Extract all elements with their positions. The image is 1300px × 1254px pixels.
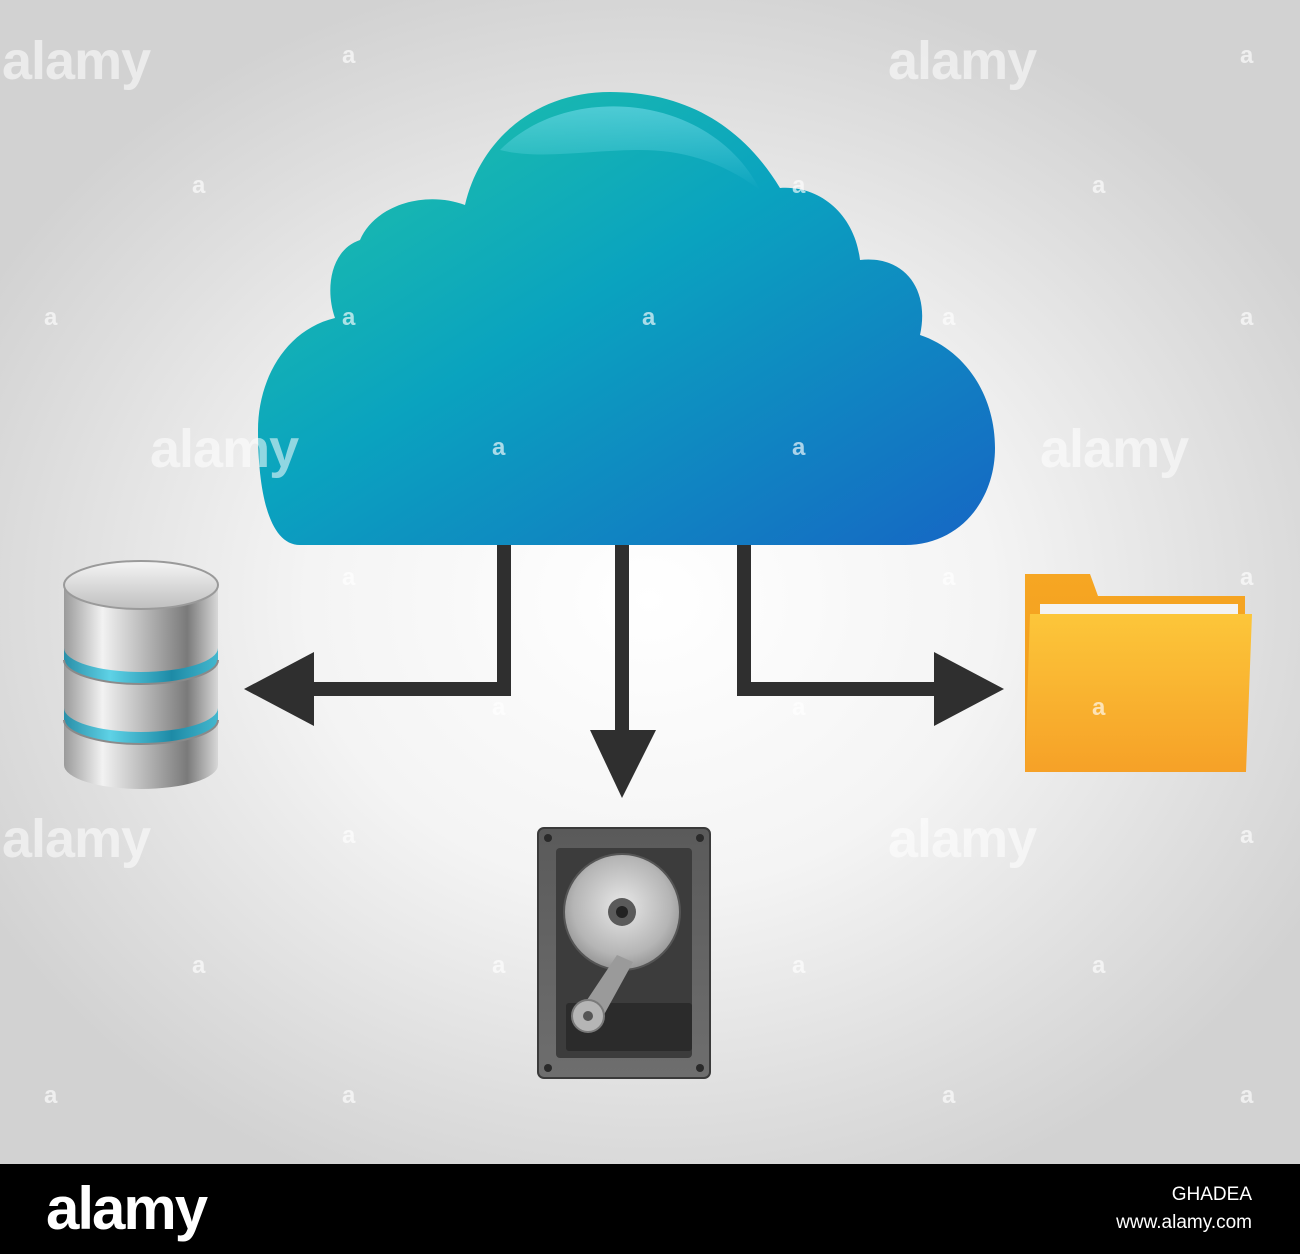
watermark-letter: a bbox=[792, 952, 806, 979]
watermark-letter: a bbox=[942, 1082, 956, 1109]
watermark-text: alamy bbox=[2, 31, 151, 91]
watermark-letter: a bbox=[942, 304, 956, 331]
watermark-letter: a bbox=[44, 304, 58, 331]
watermark-text: alamy bbox=[1040, 419, 1189, 479]
watermark-text: alamy bbox=[888, 809, 1037, 869]
watermark-letter: a bbox=[1240, 564, 1254, 591]
watermark-letter: a bbox=[642, 304, 656, 331]
watermark-letter: a bbox=[792, 172, 806, 199]
watermark-letter: a bbox=[342, 1082, 356, 1109]
watermark-text: alamy bbox=[888, 31, 1037, 91]
watermark-letter: a bbox=[342, 42, 356, 69]
watermark-letter: a bbox=[792, 694, 806, 721]
watermark-letter: a bbox=[1092, 694, 1106, 721]
watermark-letter: a bbox=[492, 694, 506, 721]
connector-to-hard-drive bbox=[590, 545, 656, 798]
connector-to-database bbox=[244, 545, 511, 726]
watermark-letter: a bbox=[1240, 304, 1254, 331]
hard-drive-icon bbox=[537, 827, 711, 1079]
watermark-letter: a bbox=[792, 434, 806, 461]
brand-logo: alamy bbox=[46, 1175, 208, 1242]
watermark-letter: a bbox=[44, 1082, 58, 1109]
watermark-letter: a bbox=[192, 952, 206, 979]
watermark-text: alamy bbox=[150, 419, 299, 479]
watermark-letter: a bbox=[1240, 42, 1254, 69]
database-icon bbox=[63, 560, 219, 789]
watermark-letter: a bbox=[1240, 822, 1254, 849]
folder-icon bbox=[1025, 574, 1252, 772]
footer-bar: alamy GHADEA www.alamy.com bbox=[0, 1164, 1300, 1254]
watermark-text: alamy bbox=[2, 809, 151, 869]
watermark-letter: a bbox=[1240, 1082, 1254, 1109]
watermark-letter: a bbox=[1092, 172, 1106, 199]
watermark-letter: a bbox=[1092, 952, 1106, 979]
watermark-letter: a bbox=[342, 564, 356, 591]
image-id: GHADEA bbox=[1171, 1184, 1252, 1205]
watermark-letter: a bbox=[192, 172, 206, 199]
watermark-letter: a bbox=[342, 822, 356, 849]
watermark-letter: a bbox=[492, 434, 506, 461]
diagram-svg bbox=[63, 92, 1252, 1079]
site-url: www.alamy.com bbox=[1116, 1212, 1252, 1233]
watermark-letter: a bbox=[492, 952, 506, 979]
cloud-icon bbox=[258, 92, 995, 545]
watermark-letter: a bbox=[942, 564, 956, 591]
connector-to-folder bbox=[737, 545, 1004, 726]
watermark-letter: a bbox=[342, 304, 356, 331]
diagram-canvas: alamy alamy alamy alamy alamy alamy a a … bbox=[0, 0, 1300, 1164]
